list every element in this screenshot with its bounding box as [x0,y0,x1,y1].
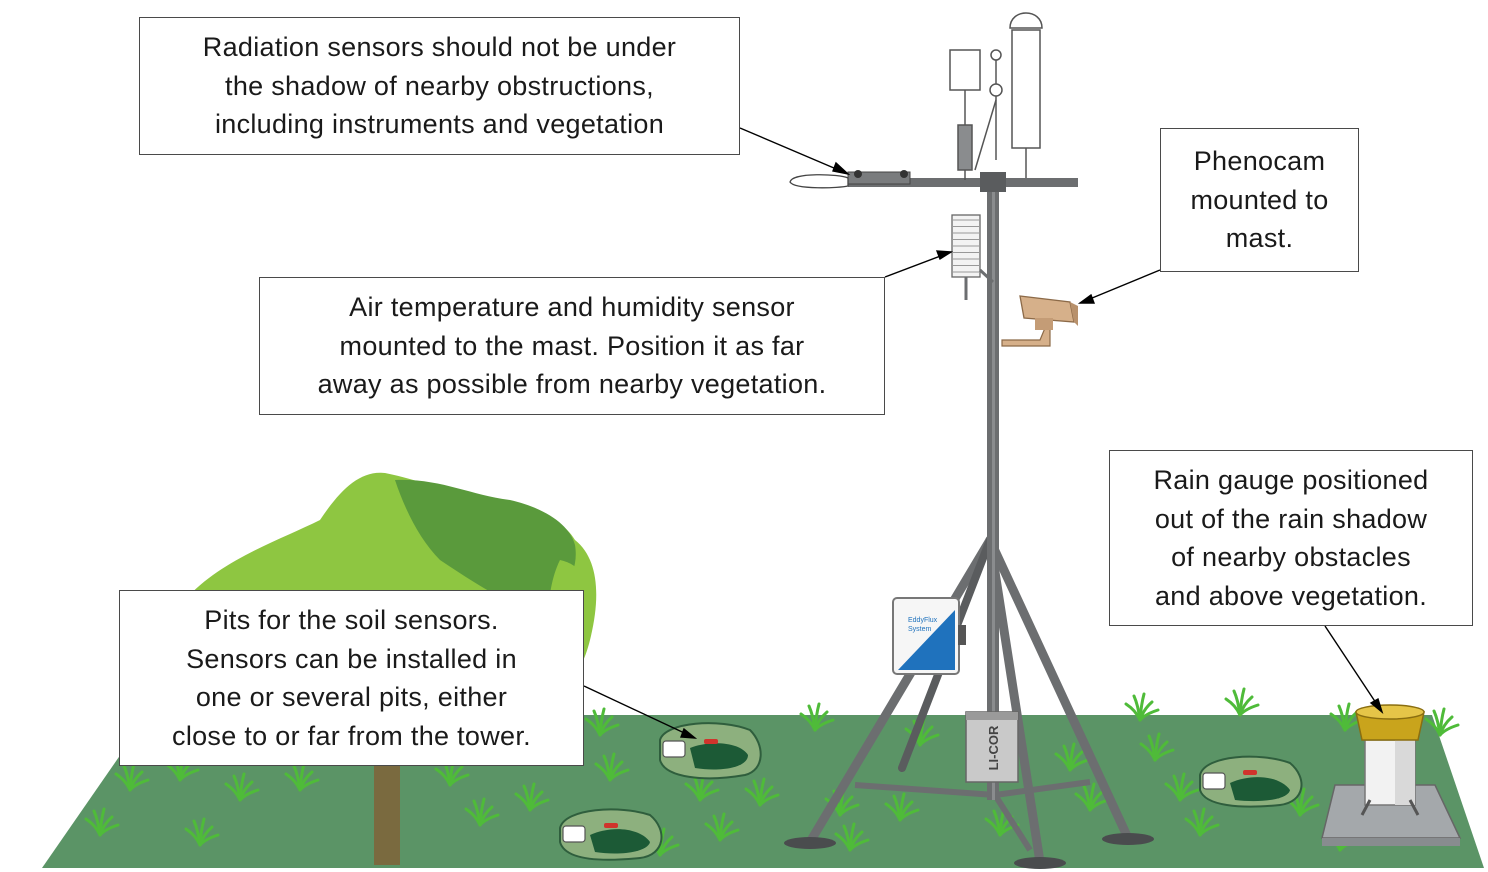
callout-line: away as possible from nearby vegetation. [317,369,827,400]
logger-logo: LI-COR [986,725,1001,770]
grass-blade [1438,723,1460,737]
leader-lines [583,127,1384,739]
callout-air-temperature-sensor: Air temperature and humidity sensor moun… [259,277,885,415]
grass-blade [298,778,320,792]
callout-line: Air temperature and humidity sensor [349,292,795,323]
enclosure-label-line2: System [908,626,932,633]
grass-blade [528,798,550,812]
callout-line: Sensors can be installed in [186,643,517,674]
enclosure-label-line1: EddyFlux [908,617,938,624]
radiation-sensor-arm [789,170,911,189]
callout-line: Rain gauge positioned [1153,465,1429,495]
air-temp-humidity-shield [951,214,995,300]
tree-trunk [374,755,400,865]
callout-line: mounted to the mast. Position it as far [339,330,805,361]
soil-pit-left [559,808,663,861]
grass-blade [1298,803,1320,817]
soil-pit-center [659,722,762,780]
grass-blade [758,793,780,807]
callout-phenocam: Phenocam mounted to mast. [1160,128,1359,272]
grass-blade [1238,703,1260,717]
callout-line: close to or far from the tower. [172,720,531,751]
grass-blade [838,803,860,817]
grass-blade [1178,788,1200,802]
callout-line: of nearby obstacles [1171,542,1411,572]
grass-blade [128,778,150,792]
licor-logger-box: LI-COR [965,711,1019,783]
grass-blade [198,833,220,847]
callout-line: and above vegetation. [1154,580,1427,611]
grass-blade [238,788,260,802]
callout-rain-gauge: Rain gauge positioned out of the rain sh… [1109,450,1473,626]
grass-blade [478,813,500,827]
grass-blade [898,808,920,822]
callout-radiation-sensors: Radiation sensors should not be under th… [139,17,740,155]
grass-blade [98,823,120,837]
leader-radiation [739,127,849,175]
grass-blade [848,838,870,852]
leader-rain-gauge [1324,625,1383,713]
grass-blade [718,828,740,842]
grass-blade [918,733,940,747]
callout-soil-pits: Pits for the soil sensors. Sensors can b… [119,590,584,766]
grass-blade [608,768,630,782]
callout-line: Phenocam [1193,146,1326,177]
phenocam [1001,295,1078,347]
callout-line: including instruments and vegetation [214,109,665,140]
grass-blade [813,718,835,732]
callout-line: Radiation sensors should not be under [202,32,677,63]
grass-blade [1198,823,1220,837]
callout-line: out of the rain shadow [1154,503,1428,534]
callout-line: the shadow of nearby obstructions, [225,70,654,101]
callout-line: mast. [1225,223,1294,254]
grass-blade [658,843,680,857]
mast-top-instruments [949,12,1043,180]
tower [784,172,1154,869]
leader-phenocam [1079,269,1161,304]
crossbar [848,178,1078,187]
grass-blade [1138,708,1160,722]
grass-blade [1068,758,1090,772]
callout-line: mounted to [1190,184,1329,215]
eddyflux-enclosure: EddyFlux System [892,597,966,675]
grass-blade [448,773,470,787]
tree-canopy-shade [395,479,576,610]
callout-line: Pits for the soil sensors. [204,605,499,635]
callout-line: one or several pits, either [195,682,508,712]
soil-pit-right [1199,755,1303,808]
leader-soil-pits [583,685,696,739]
grass-blade [1153,748,1175,762]
rain-gauge [1321,704,1462,846]
grass-tufts [84,687,1460,857]
grass-blade [698,788,720,802]
grass-blade [598,723,620,737]
grass-blade [178,768,200,782]
